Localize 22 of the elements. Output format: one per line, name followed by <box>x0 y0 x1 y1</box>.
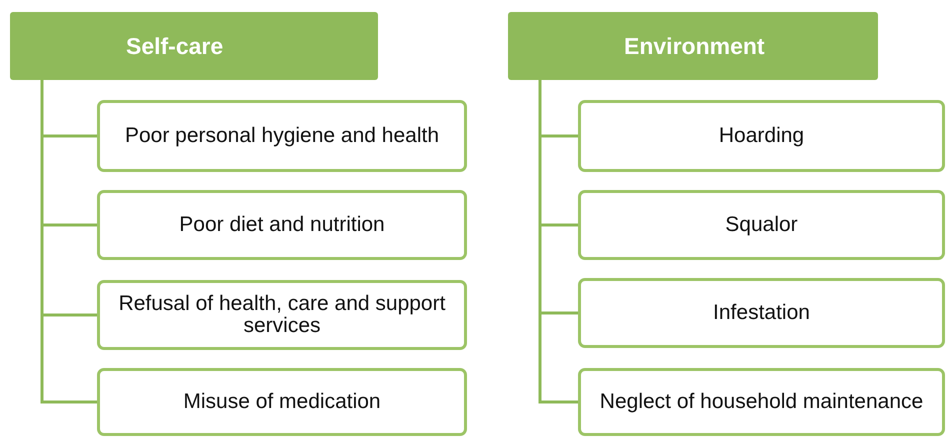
item-box <box>578 278 945 348</box>
header-text: Self-care <box>126 32 224 60</box>
category-header <box>508 12 878 80</box>
item-text: Poor personal hygiene and health <box>124 124 440 148</box>
item-text: Poor diet and nutrition <box>179 214 385 236</box>
connector-line <box>538 80 578 404</box>
item-text: Hoarding <box>718 124 804 148</box>
item-text: Squalor <box>725 214 798 236</box>
item-box <box>97 280 467 350</box>
item-box <box>578 100 945 172</box>
item-box <box>97 100 467 172</box>
item-box <box>578 368 945 436</box>
item-box <box>97 368 467 436</box>
item-text: Infestation <box>713 302 810 324</box>
header-text: Environment <box>624 32 765 60</box>
category-header <box>10 12 378 80</box>
item-text: Neglect of household maintenance <box>600 390 924 414</box>
item-text: Misuse of medication <box>183 390 381 414</box>
item-box <box>578 190 945 260</box>
item-box <box>97 190 467 260</box>
connector-line <box>40 80 97 404</box>
item-text: Refusal of health, care and support services <box>118 292 446 338</box>
